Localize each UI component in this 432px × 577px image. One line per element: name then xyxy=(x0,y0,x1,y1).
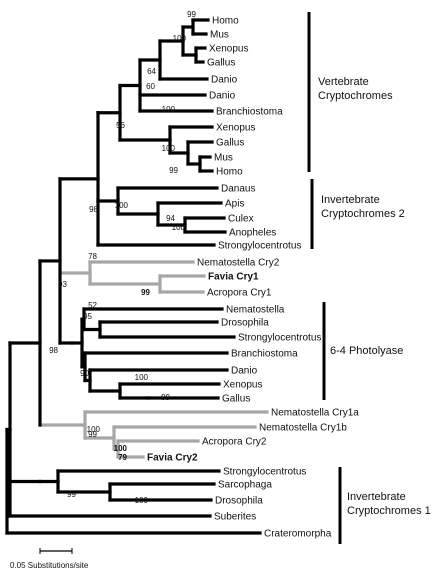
taxon-label: Apis xyxy=(225,199,244,210)
taxon-label: Nematostella xyxy=(226,305,285,316)
taxon-label: Gallus xyxy=(222,394,250,405)
taxon-label: Xenopus xyxy=(209,44,248,55)
support-value: 99 xyxy=(161,393,170,402)
support-value: 99 xyxy=(187,10,196,19)
taxon-label: Homo xyxy=(216,167,243,178)
support-value: 99 xyxy=(88,430,97,439)
taxon-label: Danio xyxy=(231,366,258,377)
taxon-label: Strongylocentrotus xyxy=(238,333,321,344)
support-value: 56 xyxy=(116,121,125,130)
support-value: 99 xyxy=(67,490,76,499)
taxon-label: Culex xyxy=(228,214,254,225)
taxon-label: Favia Cry2 xyxy=(147,453,198,464)
taxon-label: Drosophila xyxy=(221,318,269,329)
taxon-label: Danaus xyxy=(221,184,255,195)
scale-bar: 0.05 Substitutions/site xyxy=(10,548,89,570)
taxon-label: Suberites xyxy=(214,512,256,523)
tree-branches xyxy=(5,18,269,535)
support-value: 64 xyxy=(147,67,156,76)
taxon-label: Gallus xyxy=(216,138,244,149)
support-value: 100 xyxy=(114,444,128,453)
taxon-label: Danio xyxy=(209,91,236,102)
taxon-label: Strongylocentrotus xyxy=(223,467,306,478)
support-value: 100 xyxy=(135,496,149,505)
taxon-labels: HomoMusXenopusGallusDanioDanioBranchiost… xyxy=(147,16,359,540)
support-value: 95 xyxy=(83,312,92,321)
taxon-label: Crateromorpha xyxy=(264,529,332,540)
support-value: 52 xyxy=(88,301,97,310)
taxon-label: Branchiostoma xyxy=(231,349,298,360)
clade-label: 6-4 Photolyase xyxy=(330,345,403,357)
clade-label: Invertebrate xyxy=(321,194,380,206)
taxon-label: Branchiostoma xyxy=(216,107,283,118)
support-value: 100 xyxy=(172,223,186,232)
taxon-label: Mus xyxy=(210,30,229,41)
support-value: 79 xyxy=(118,453,127,462)
taxon-label: Acropora Cry2 xyxy=(202,437,267,448)
taxon-label: Xenopus xyxy=(216,123,255,134)
scale-bar-label: 0.05 Substitutions/site xyxy=(10,561,89,570)
taxon-label: Homo xyxy=(212,16,239,27)
support-value: 100 xyxy=(173,34,187,43)
clade-label: Cryptochromes 1 xyxy=(347,505,431,517)
taxon-label: Sarcophaga xyxy=(218,480,272,491)
taxon-label: Nematostella Cry2 xyxy=(197,258,280,269)
support-value: 99 xyxy=(169,166,178,175)
taxon-label: Danio xyxy=(211,75,238,86)
clade-brackets: VertebrateCryptochromesInvertebrateCrypt… xyxy=(307,12,431,544)
clade-label: Cryptochromes xyxy=(318,90,393,102)
clade-label: Invertebrate xyxy=(347,491,406,503)
support-value: 100 xyxy=(135,373,149,382)
support-value: 100 xyxy=(87,425,101,434)
taxon-label: Nematostella Cry1b xyxy=(259,423,347,434)
support-value: 100 xyxy=(162,105,176,114)
taxon-label: Gallus xyxy=(207,58,235,69)
support-value: 98 xyxy=(49,346,58,355)
taxon-label: Nematostella Cry1a xyxy=(271,408,359,419)
taxon-label: Mus xyxy=(214,153,233,164)
support-value: 100 xyxy=(115,201,129,210)
taxon-label: Favia Cry1 xyxy=(208,272,259,283)
taxon-label: Xenopus xyxy=(223,380,262,391)
taxon-label: Anopheles xyxy=(229,228,276,239)
support-value: 60 xyxy=(146,82,155,91)
taxon-label: Acropora Cry1 xyxy=(207,288,272,299)
support-value: 78 xyxy=(88,252,97,261)
support-value: 98 xyxy=(89,205,98,214)
support-value: 94 xyxy=(166,214,175,223)
support-value: 99 xyxy=(141,288,150,297)
support-value: 90 xyxy=(80,369,89,378)
taxon-label: Strongylocentrotus xyxy=(218,241,301,252)
clade-label: Cryptochromes 2 xyxy=(321,208,405,220)
support-value: 100 xyxy=(162,144,176,153)
support-value: 93 xyxy=(58,280,67,289)
clade-label: Vertebrate xyxy=(318,76,369,88)
taxon-label: Drosophila xyxy=(215,496,263,507)
